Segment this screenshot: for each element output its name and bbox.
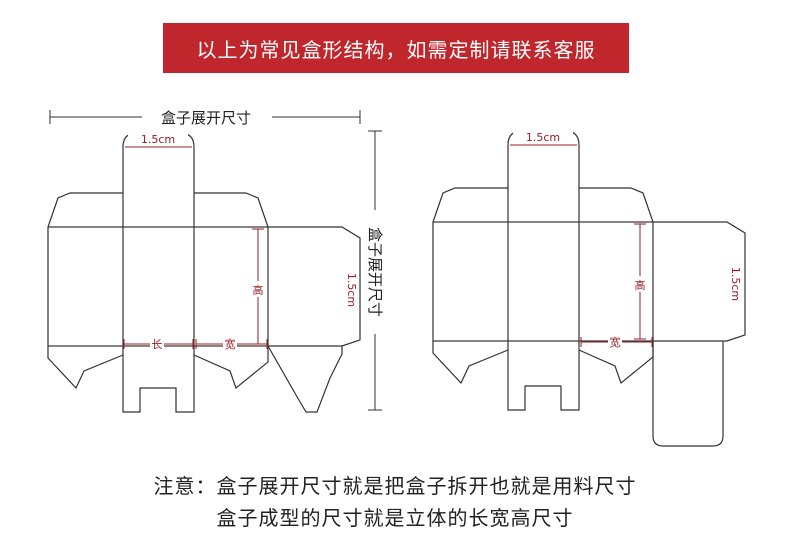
right-tab-label: 1.5cm <box>526 131 560 144</box>
left-tab-label: 1.5cm <box>141 133 175 146</box>
note-line-1: 注意：盒子展开尺寸就是把盒子拆开也就是用料尺寸 <box>153 474 637 498</box>
right-side-tab-label: 1.5cm <box>729 267 742 301</box>
left-tuck-flap <box>267 345 343 413</box>
left-right-panel <box>268 226 361 347</box>
right-dieline <box>432 130 746 447</box>
left-dust-flap-top-right <box>194 192 269 228</box>
left-length-label: 长 <box>152 338 163 351</box>
height-dimension-label: 盒子展开尺寸 <box>366 227 384 317</box>
right-width-label: 宽 <box>610 335 621 349</box>
right-dust-flap-top-right <box>579 187 654 223</box>
left-side-tab-label: 1.5cm <box>345 273 358 307</box>
right-dust-flap-top-left <box>432 187 508 223</box>
left-height-label: 高 <box>253 283 264 297</box>
left-bottom-tab <box>122 346 195 413</box>
left-dieline <box>47 132 361 413</box>
right-main-panels <box>432 221 654 342</box>
left-side-flap-bottom-right <box>193 346 269 390</box>
left-width-label: 宽 <box>225 337 236 351</box>
left-main-panels <box>47 226 269 347</box>
width-dimension-label: 盒子展开尺寸 <box>161 109 251 127</box>
left-dust-flap-top-left <box>47 192 123 228</box>
right-side-panel <box>653 221 746 342</box>
right-side-flap-bottom <box>432 341 509 385</box>
note-line-2: 盒子成型的尺寸就是立体的长宽高尺寸 <box>216 506 574 530</box>
right-height-label: 高 <box>635 278 646 292</box>
title-banner: 以上为常见盒形结构，如需定制请联系客服 <box>163 23 629 73</box>
right-bottom-extension <box>652 341 724 447</box>
left-side-flap-bottom <box>47 346 124 390</box>
right-bottom-tab <box>507 341 580 411</box>
